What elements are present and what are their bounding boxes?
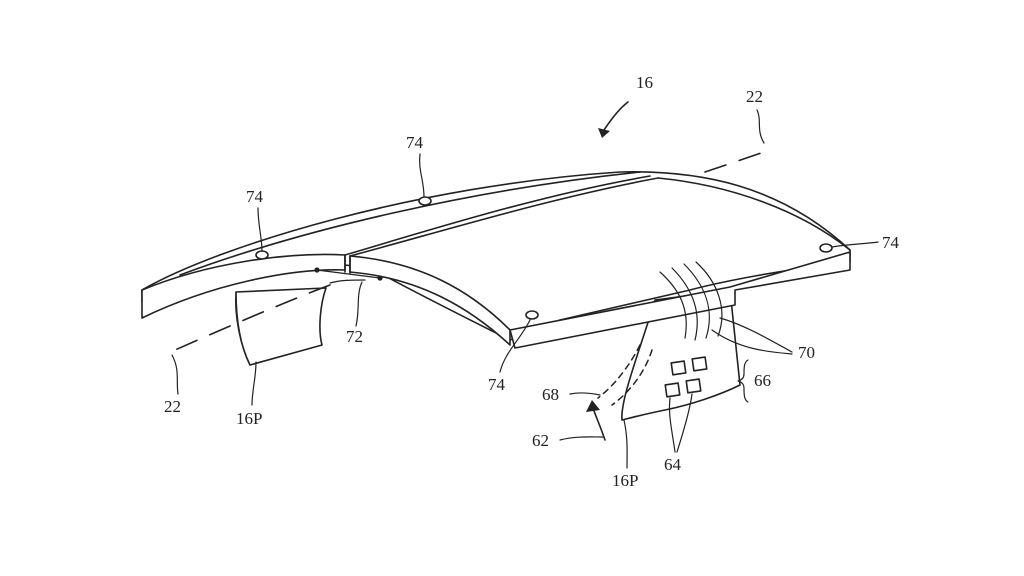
contact-pads <box>664 356 708 398</box>
label-panel-right: 16P <box>612 471 638 490</box>
dashed-flex-part <box>597 344 653 406</box>
label-hole-top-center: 74 <box>406 133 424 152</box>
flex-lines <box>659 261 723 341</box>
hole-right <box>819 243 833 253</box>
device-body <box>141 171 851 349</box>
label-hole-front: 74 <box>488 375 506 394</box>
label-pads: 64 <box>664 455 682 474</box>
left-flexible-panel <box>235 287 327 366</box>
leader-lines <box>171 101 879 469</box>
label-axis-top: 22 <box>746 87 763 106</box>
holes <box>255 196 833 320</box>
label-axis-bottom: 22 <box>164 397 181 416</box>
hinge-pins <box>314 267 383 284</box>
axis-line-right <box>704 149 771 173</box>
reference-labels: 16 22 74 74 74 72 74 22 16P 70 66 68 62 … <box>164 73 900 490</box>
hole-top-center <box>418 196 432 206</box>
label-device: 16 <box>636 73 653 92</box>
label-hole-right: 74 <box>882 233 900 252</box>
label-group: 66 <box>754 371 771 390</box>
right-flexible-panel <box>621 289 741 421</box>
hole-front <box>525 310 539 320</box>
hole-top-left <box>255 250 269 260</box>
motion-arrow <box>586 400 606 441</box>
axis-line-left <box>174 284 331 351</box>
label-lines: 70 <box>798 343 815 362</box>
label-hole-top-left: 74 <box>246 187 264 206</box>
label-motion: 62 <box>532 431 549 450</box>
label-hinge: 72 <box>346 327 363 346</box>
label-panel-left: 16P <box>236 409 262 428</box>
label-dashed-part: 68 <box>542 385 559 404</box>
